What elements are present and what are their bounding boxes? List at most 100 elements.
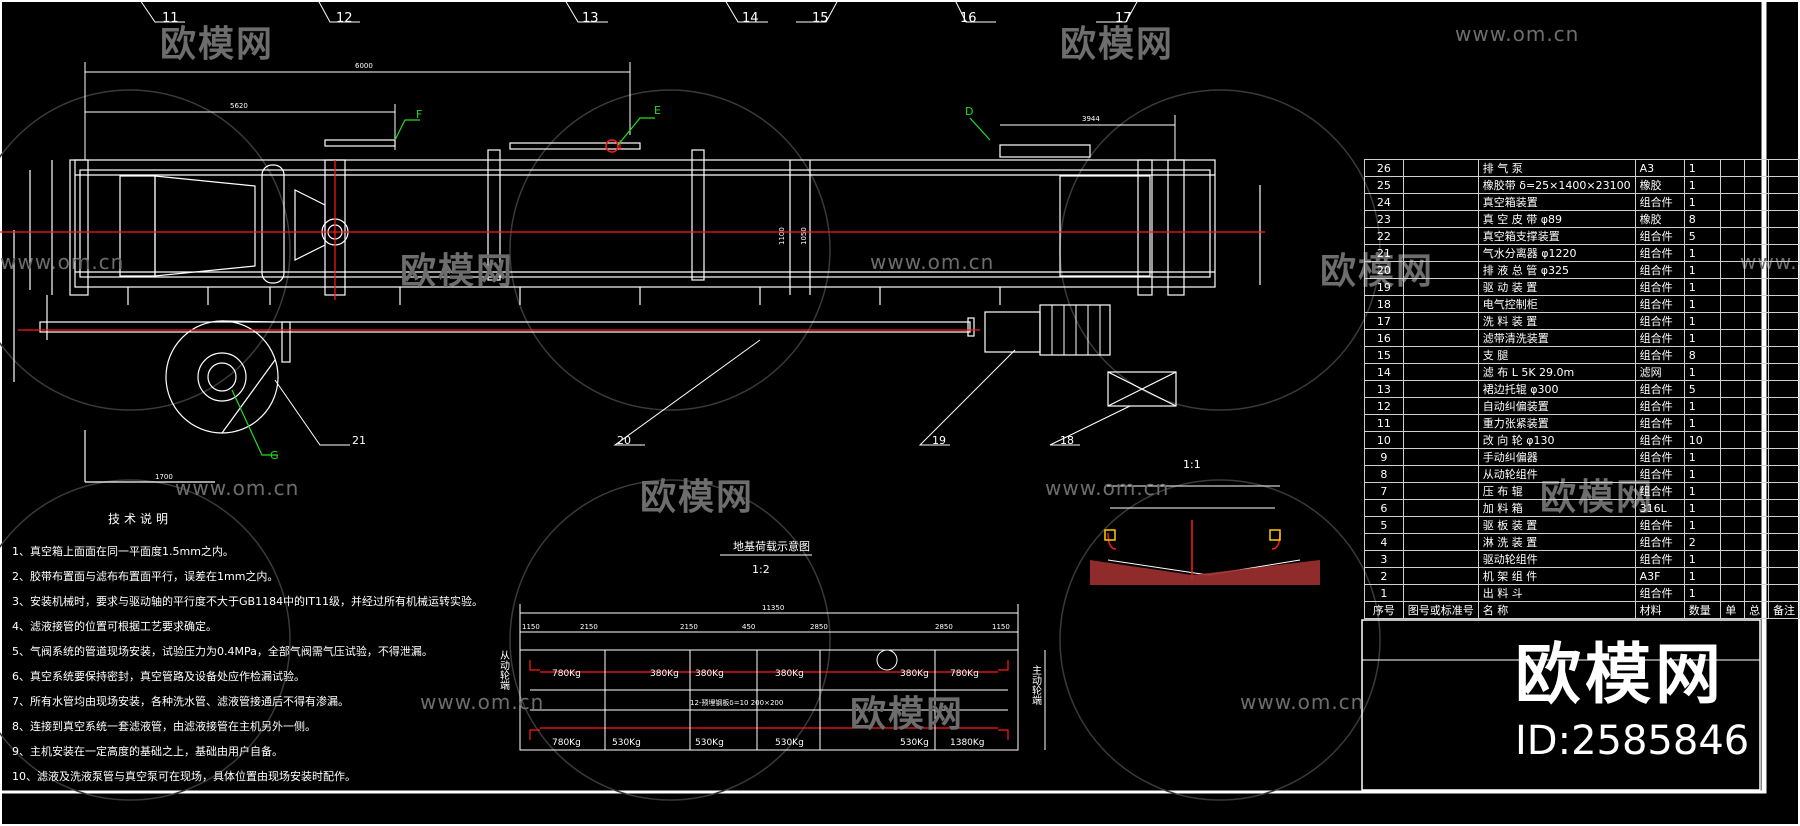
- main-plan-view: 6000 5620 3944: [0, 62, 1265, 483]
- section-E: E: [654, 104, 661, 117]
- bom-cell-name: 真空箱支撑装置: [1477, 227, 1636, 245]
- bottom-load-4: 530Kg: [775, 738, 804, 748]
- bom-cell-no: 22: [1364, 227, 1404, 245]
- balloon-12: 12: [336, 11, 353, 26]
- bottom-load-1: 780Kg: [552, 738, 581, 748]
- bom-cell-code: [1402, 227, 1479, 245]
- bom-cell-qty: 1: [1683, 278, 1722, 296]
- bom-cell-qty: 8: [1683, 346, 1722, 364]
- bom-cell-empty: [1744, 210, 1769, 228]
- bom-cell-name: 裙边托辊 φ300: [1477, 380, 1636, 398]
- bom-cell-mat: 组合件: [1634, 261, 1685, 279]
- bom-cell-empty: [1767, 533, 1800, 551]
- bom-cell-no: 14: [1364, 363, 1404, 381]
- bom-cell-empty: [1720, 329, 1746, 347]
- watermark-url: www.om.cn: [1240, 690, 1365, 714]
- bom-cell-no: 1: [1364, 584, 1404, 602]
- bom-cell-qty: 1: [1683, 550, 1722, 568]
- bom-cell-mat: 组合件: [1634, 346, 1685, 364]
- bom-cell-empty: [1767, 312, 1800, 330]
- seg-5: 2850: [810, 623, 828, 631]
- bom-header-name: 名 称: [1477, 601, 1636, 619]
- bom-cell-mat: 组合件: [1634, 431, 1685, 449]
- dim-bottom-left: 1700: [155, 473, 173, 481]
- bom-cell-empty: [1720, 363, 1746, 381]
- dim-vertical-b: 1050: [800, 227, 808, 245]
- bom-cell-mat: 组合件: [1634, 312, 1685, 330]
- note-line: 6、真空系统要保持密封，真空管路及设备处应作检漏试验。: [12, 670, 305, 683]
- bom-cell-empty: [1767, 380, 1800, 398]
- bom-cell-qty: 1: [1683, 261, 1722, 279]
- bom-cell-name: 滤带清洗装置: [1477, 329, 1636, 347]
- bom-cell-empty: [1720, 346, 1746, 364]
- bom-cell-mat: 组合件: [1634, 380, 1685, 398]
- note-line: 1、真空箱上面面在同一平面度1.5mm之内。: [12, 545, 234, 558]
- bom-cell-qty: 5: [1683, 380, 1722, 398]
- bom-cell-empty: [1767, 499, 1800, 517]
- bom-cell-empty: [1744, 176, 1769, 194]
- bom-header-no: 序号: [1364, 601, 1404, 619]
- bom-cell-no: 5: [1364, 516, 1404, 534]
- bom-cell-empty: [1767, 550, 1800, 568]
- bom-cell-no: 9: [1364, 448, 1404, 466]
- bom-cell-mat: 组合件: [1634, 550, 1685, 568]
- bom-cell-no: 25: [1364, 176, 1404, 194]
- load-overall: 11350: [762, 604, 784, 612]
- bom-cell-no: 13: [1364, 380, 1404, 398]
- balloon-18: 18: [1060, 434, 1074, 447]
- bom-cell-name: 出 料 斗: [1477, 584, 1636, 602]
- bom-cell-code: [1402, 312, 1479, 330]
- bom-cell-mat: 组合件: [1634, 448, 1685, 466]
- bom-cell-mat: 滤网: [1634, 363, 1685, 381]
- bom-cell-empty: [1720, 567, 1746, 585]
- bottom-load-6: 1380Kg: [950, 738, 985, 748]
- brand-id: ID:2585846: [1515, 718, 1750, 764]
- bom-header-qty: 数量: [1683, 601, 1722, 619]
- bom-header-w1: 单: [1720, 601, 1746, 619]
- bom-cell-qty: 10: [1683, 431, 1722, 449]
- bom-cell-mat: 组合件: [1634, 329, 1685, 347]
- top-load-5: 380Kg: [900, 669, 929, 679]
- bom-cell-empty: [1744, 584, 1769, 602]
- bom-cell-empty: [1744, 261, 1769, 279]
- balloon-11: 11: [162, 11, 179, 26]
- bom-cell-empty: [1744, 278, 1769, 296]
- bom-cell-no: 3: [1364, 550, 1404, 568]
- bom-cell-empty: [1767, 465, 1800, 483]
- bom-cell-empty: [1744, 414, 1769, 432]
- bom-cell-qty: 1: [1683, 584, 1722, 602]
- bom-cell-no: 17: [1364, 312, 1404, 330]
- bom-cell-empty: [1744, 482, 1769, 500]
- bom-cell-empty: [1767, 295, 1800, 313]
- bom-cell-code: [1402, 516, 1479, 534]
- bom-cell-qty: 1: [1683, 193, 1722, 211]
- bom-cell-mat: 组合件: [1634, 244, 1685, 262]
- bom-cell-qty: 1: [1683, 465, 1722, 483]
- bom-cell-empty: [1744, 363, 1769, 381]
- brand-overlay: 欧模网 ID:2585846: [1515, 640, 1750, 765]
- bom-cell-qty: 8: [1683, 210, 1722, 228]
- top-load-4: 380Kg: [775, 669, 804, 679]
- bom-cell-empty: [1720, 210, 1746, 228]
- top-load-1: 780Kg: [552, 669, 581, 679]
- bom-cell-no: 11: [1364, 414, 1404, 432]
- bom-cell-empty: [1767, 414, 1800, 432]
- balloon-13: 13: [582, 11, 599, 26]
- note-line: 3、安装机械时，要求与驱动轴的平行度不大于GB1184中的IT11级，并经过所有…: [12, 595, 484, 608]
- watermark-url: www.om.cn: [1045, 476, 1170, 500]
- bom-cell-empty: [1744, 244, 1769, 262]
- bom-cell-mat: 组合件: [1634, 414, 1685, 432]
- watermark-url: www.om.cn: [870, 250, 995, 274]
- seg-7: 1150: [992, 623, 1010, 631]
- bom-cell-name: 橡胶带 δ=25×1400×23100: [1477, 176, 1636, 194]
- bom-cell-mat: 组合件: [1634, 533, 1685, 551]
